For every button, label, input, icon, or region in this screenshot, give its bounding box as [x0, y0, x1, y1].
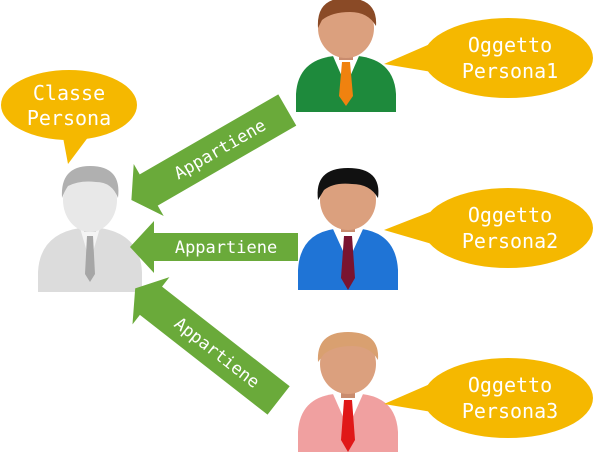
class-persona-figure	[38, 166, 142, 292]
arrow-3-shape	[132, 277, 290, 415]
object-bubble-2: Oggetto Persona2	[384, 188, 593, 268]
arrow-appartiene-3: Appartiene	[132, 277, 290, 415]
object-bubble-1-shape	[423, 18, 593, 98]
class-bubble-line1: Classe	[33, 81, 105, 105]
object-bubble-2-line1: Oggetto	[468, 203, 552, 227]
arrow-2-label: Appartiene	[175, 238, 277, 258]
object-bubble-2-line2: Persona2	[462, 229, 558, 253]
object-bubble-1-line2: Persona1	[462, 59, 558, 83]
arrow-2-shape	[130, 221, 298, 273]
class-bubble: Classe Persona	[1, 70, 137, 164]
object-bubble-3-line1: Oggetto	[468, 373, 552, 397]
object-bubble-3: Oggetto Persona3	[384, 358, 593, 438]
class-bubble-shape	[1, 70, 137, 140]
person-figure-2	[298, 168, 398, 290]
class-bubble-line2: Persona	[27, 106, 111, 130]
arrow-appartiene-2: Appartiene	[130, 221, 298, 273]
person-figure-3	[298, 332, 398, 452]
object-bubble-3-line2: Persona3	[462, 399, 558, 423]
arrow-3-label: Appartiene	[170, 314, 263, 393]
object-bubble-1-line1: Oggetto	[468, 33, 552, 57]
arrow-appartiene-1: Appartiene	[131, 94, 297, 216]
object-bubble-1: Oggetto Persona1	[384, 18, 593, 98]
arrow-1-shape	[131, 94, 297, 216]
object-bubble-2-shape	[423, 188, 593, 268]
object-bubble-3-shape	[423, 358, 593, 438]
person-figure-1	[296, 0, 396, 112]
